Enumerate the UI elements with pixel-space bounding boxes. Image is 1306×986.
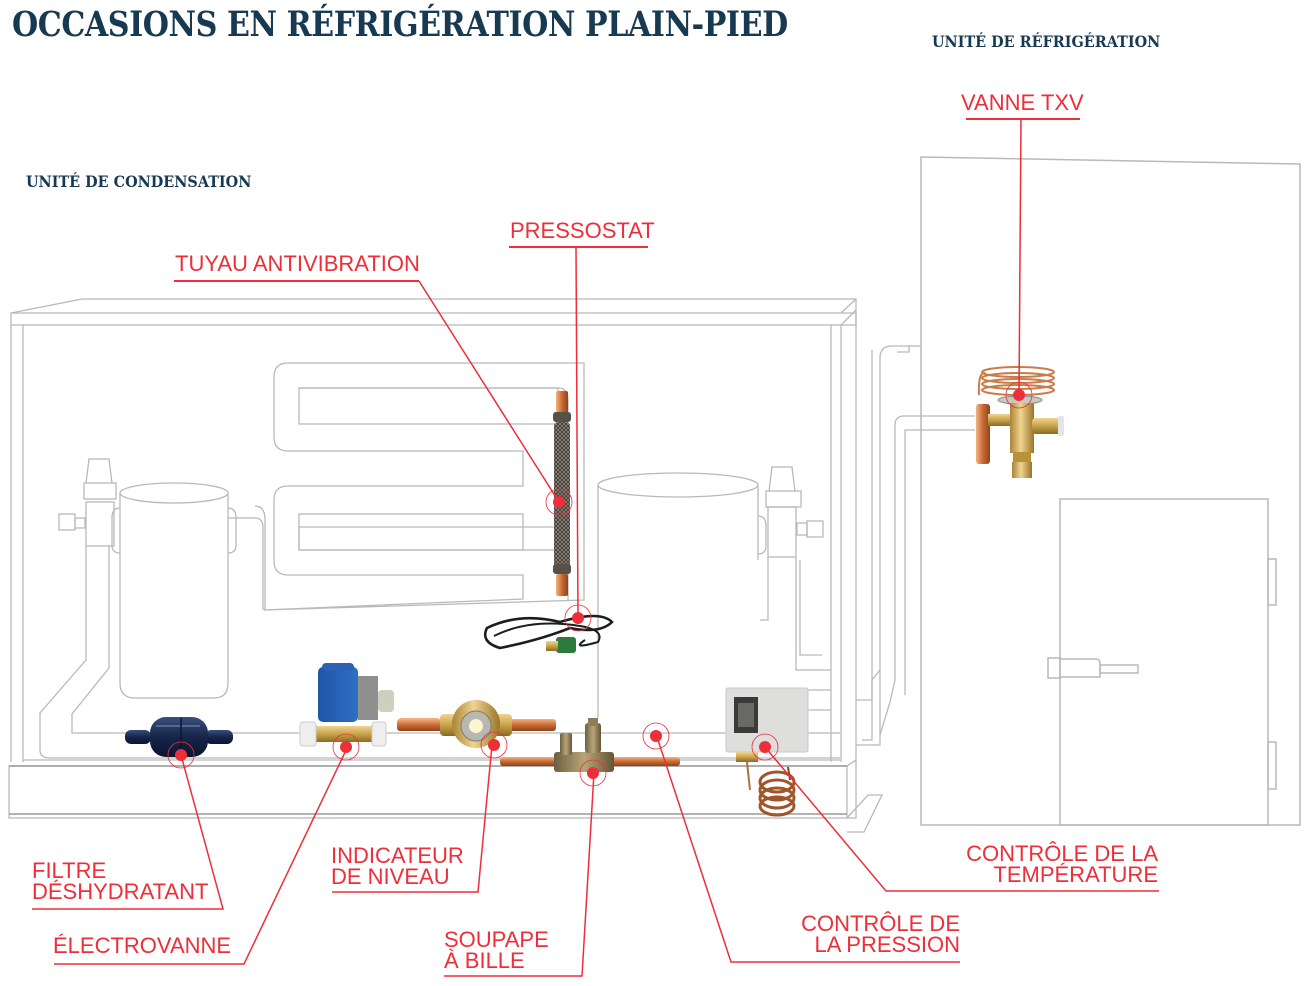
marker-pressure-switch <box>564 604 592 632</box>
marker-vibration-hose <box>545 488 573 516</box>
callout-pressure-control-line-1: CONTRÔLE DE <box>801 911 960 936</box>
callout-temperature-control-line-2: TEMPÉRATURE <box>993 862 1158 887</box>
section-label-condensing-unit: UNITÉ DE CONDENSATION <box>26 172 252 191</box>
walk-in-box <box>920 156 1301 826</box>
callout-ball-valve[interactable]: SOUPAPE À BILLE <box>444 927 549 973</box>
callout-markers <box>167 381 1033 787</box>
section-label-refrigeration-unit: UNITÉ DE RÉFRIGÉRATION <box>932 32 1161 51</box>
callout-vibration-hose-label: TUYAU ANTIVIBRATION <box>175 251 420 276</box>
callout-solenoid-valve-label: ÉLECTROVANNE <box>53 933 232 958</box>
solenoid-valve-icon <box>299 663 394 747</box>
callout-txv-valve[interactable]: VANNE TXV <box>961 90 1084 115</box>
marker-solenoid-valve <box>332 733 360 761</box>
callout-sight-glass-line-2: DE NIVEAU <box>331 864 450 889</box>
sight-glass-icon <box>397 700 556 748</box>
thermostatic-expansion-valve-icon <box>976 366 1064 478</box>
condensing-unit-cabinet <box>8 298 884 833</box>
callout-filter-drier[interactable]: FILTRE DÉSHYDRATANT <box>32 858 209 904</box>
walk-in-door <box>1047 498 1277 826</box>
callout-pressure-control[interactable]: CONTRÔLE DE LA PRESSION <box>800 911 960 957</box>
callout-filter-drier-line-1: FILTRE <box>32 858 107 883</box>
marker-temperature-control <box>751 733 779 761</box>
marker-filter-drier <box>167 741 195 769</box>
callout-temperature-control[interactable]: CONTRÔLE DE LA TEMPÉRATURE <box>960 841 1158 887</box>
callout-txv-valve-label: VANNE TXV <box>961 90 1084 115</box>
callout-temperature-control-line-1: CONTRÔLE DE LA <box>966 841 1158 866</box>
callout-pressure-control-line-2: LA PRESSION <box>814 932 960 957</box>
callout-sight-glass[interactable]: INDICATEUR DE NIVEAU <box>331 843 464 889</box>
marker-ball-valve <box>579 759 607 787</box>
marker-sight-glass <box>480 731 508 759</box>
callout-solenoid-valve[interactable]: ÉLECTROVANNE <box>53 933 232 958</box>
callout-vibration-hose[interactable]: TUYAU ANTIVIBRATION <box>175 251 420 276</box>
marker-pressure-control <box>642 722 670 750</box>
callout-sight-glass-line-1: INDICATEUR <box>331 843 464 868</box>
filter-drier-icon <box>125 717 233 757</box>
page-title: OCCASIONS EN RÉFRIGÉRATION PLAIN-PIED <box>12 4 788 45</box>
callout-ball-valve-line-1: SOUPAPE <box>444 927 549 952</box>
pressure-switch-icon <box>483 614 614 653</box>
callout-pressure-switch-label: PRESSOSTAT <box>510 218 655 243</box>
leader-lines <box>32 118 1159 977</box>
callout-filter-drier-line-2: DÉSHYDRATANT <box>32 879 209 904</box>
condenser-coil <box>254 362 585 611</box>
ball-valve-icon <box>500 718 680 772</box>
callout-ball-valve-line-2: À BILLE <box>444 948 525 973</box>
compressor-left <box>23 458 840 761</box>
callout-pressure-switch[interactable]: PRESSOSTAT <box>510 218 655 243</box>
vibration-eliminator-icon <box>553 391 571 596</box>
refrigerant-lines <box>856 345 975 746</box>
compressor-right <box>597 466 831 718</box>
marker-txv <box>1005 381 1033 409</box>
